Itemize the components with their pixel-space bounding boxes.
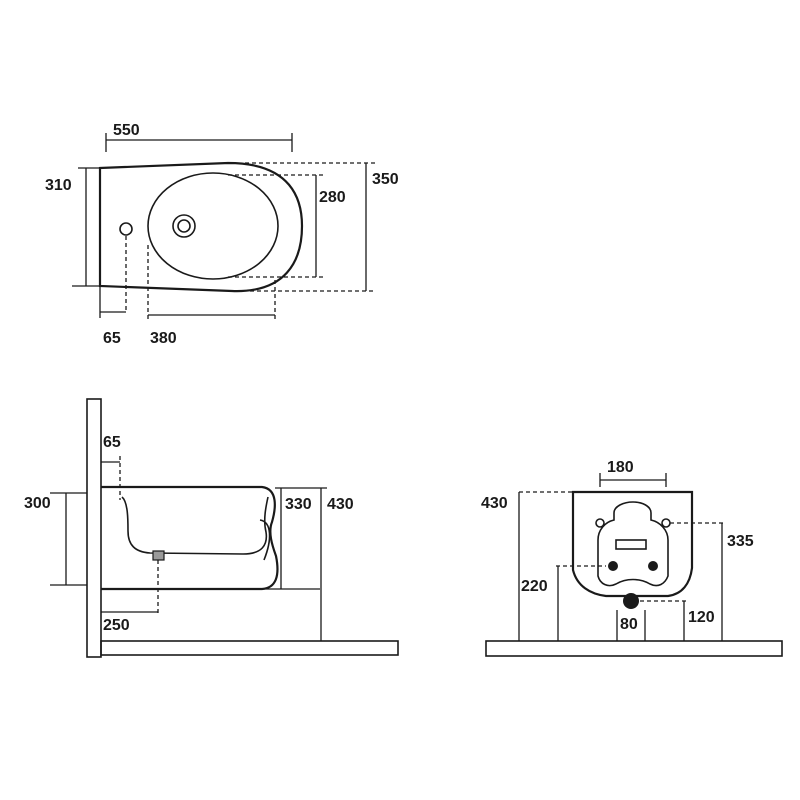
rear-view: 180 430 335 220 120 80 bbox=[481, 459, 783, 657]
side-view-outline bbox=[101, 485, 279, 591]
dim-label-550: 550 bbox=[113, 122, 140, 139]
dim-label-220: 220 bbox=[521, 578, 548, 595]
dim-label-380: 380 bbox=[150, 330, 177, 347]
top-view: 550 310 350 280 65 380 bbox=[45, 122, 399, 347]
dim-label-120: 120 bbox=[688, 609, 715, 626]
rear-view-outline bbox=[571, 490, 694, 598]
dim-label-80: 80 bbox=[620, 616, 638, 633]
water-inlet-icon bbox=[608, 561, 618, 571]
side-view-rim bbox=[259, 519, 271, 561]
dim-label-430-side: 430 bbox=[327, 496, 354, 513]
waste-pipe-icon bbox=[623, 593, 639, 609]
water-inlet-icon bbox=[648, 561, 658, 571]
dim-label-300: 300 bbox=[24, 495, 51, 512]
waste-outlet-icon bbox=[152, 550, 165, 561]
dim-label-350: 350 bbox=[372, 171, 399, 188]
wall bbox=[86, 398, 102, 658]
dim-label-335: 335 bbox=[727, 533, 754, 550]
mounting-bracket bbox=[597, 501, 669, 587]
dim-label-250: 250 bbox=[103, 617, 130, 634]
fixing-hole-icon bbox=[661, 518, 671, 528]
dim-label-330: 330 bbox=[285, 496, 312, 513]
dim-label-180: 180 bbox=[607, 459, 634, 476]
side-view-bowl bbox=[121, 496, 269, 555]
top-view-outline bbox=[98, 161, 304, 293]
fixing-hole-icon bbox=[595, 518, 605, 528]
floor-rear bbox=[485, 640, 783, 657]
side-view: 65 300 330 430 250 bbox=[24, 398, 399, 658]
top-view-bowl bbox=[147, 172, 279, 280]
drain-icon bbox=[172, 214, 196, 238]
dim-label-65-top: 65 bbox=[103, 330, 121, 347]
drain-inner-icon bbox=[177, 219, 191, 233]
dim-label-65-side: 65 bbox=[103, 434, 121, 451]
dim-label-280: 280 bbox=[319, 189, 346, 206]
dim-label-310: 310 bbox=[45, 177, 72, 194]
floor bbox=[100, 640, 399, 656]
tap-hole-icon bbox=[119, 222, 133, 236]
bracket-slot bbox=[615, 539, 647, 550]
dim-label-430-rear: 430 bbox=[481, 495, 508, 512]
